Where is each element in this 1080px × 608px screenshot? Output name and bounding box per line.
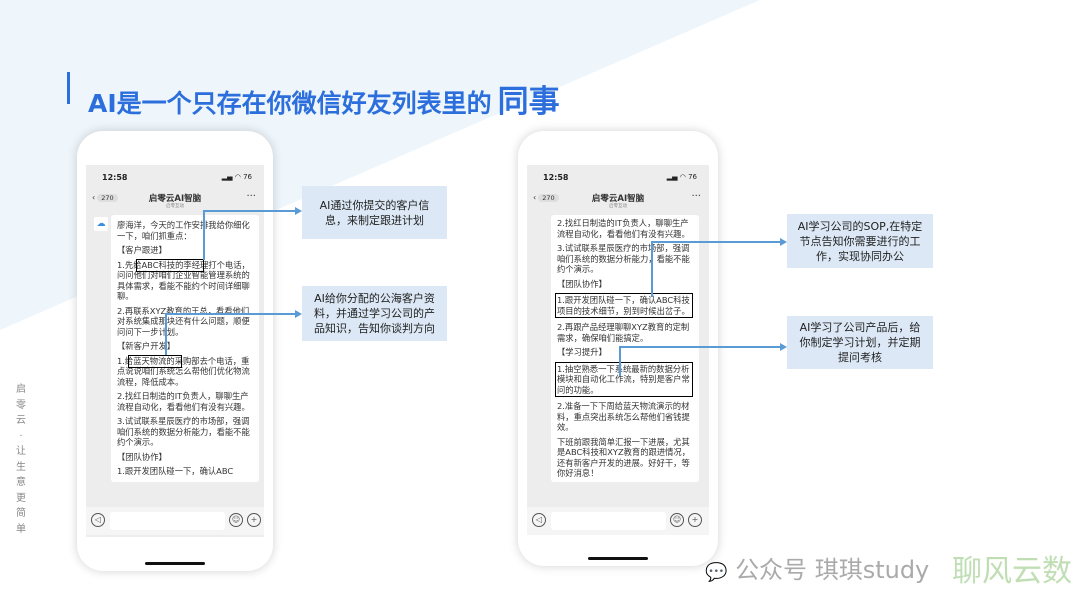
chat-subtitle: 启零互动	[609, 204, 627, 209]
slogan-char: 更	[16, 492, 26, 504]
message-text: 3.试试联系星辰医疗的市场部，强调咱们系统的数据分析能力，看能不能约个演示。	[557, 243, 690, 274]
watermark-account: 琪琪study	[814, 556, 930, 584]
chat-subtitle: 启零互动	[166, 204, 184, 209]
page-title: AI是一个只存在你微信好友列表里的同事	[88, 76, 560, 121]
connector-line	[165, 313, 295, 315]
callout-box: AI给你分配的公海客户资料，并通过学习公司的产品知识，告知你谈判方向	[302, 286, 447, 341]
highlight-box	[136, 259, 204, 272]
plus-icon[interactable]: +	[247, 513, 261, 527]
plus-icon[interactable]: +	[688, 513, 702, 527]
voice-icon[interactable]: ◁	[91, 513, 105, 527]
message-text: 廖海洋，今天的工作安排我给你细化一下，咱们抓重点：	[117, 220, 250, 241]
message-text: 2.再跟产品经理聊聊XYZ教育的定制需求，确保咱们能搞定。	[557, 322, 690, 343]
back-button[interactable]: ‹270	[533, 193, 559, 202]
slogan-char: 简	[16, 508, 26, 519]
chat-title: 启零云AI智脑	[148, 194, 202, 204]
message-text: 1.先给ABC科技的李经理打个电话，问问他们对咱们企业智能管理系统的具体需求，看…	[117, 259, 250, 302]
input-bar: ◁ ☺ +	[86, 507, 264, 535]
wechat-icon: 💬	[705, 562, 728, 583]
slogan-char: 意	[16, 477, 26, 488]
voice-icon[interactable]: ◁	[532, 513, 546, 527]
connector-line	[651, 241, 781, 243]
cloud-icon: ☁	[94, 217, 108, 231]
home-indicator	[588, 557, 648, 560]
phone-left: 12:58 ▂▄ ◠ 76 ‹270 启零云AI智脑 启零互动 ··· ☁ 廖海…	[77, 131, 273, 571]
message-text-highlighted: 1.跟开发团队碰一下，确认ABC科技项目的技术细节，别到时候出岔子。	[555, 293, 693, 318]
message-text: 2.再联系XYZ教育的王总，看看他们对系统集成那块还有什么问题，顺便问问下一步计…	[117, 305, 250, 337]
message-bubble: 廖海洋，今天的工作安排我给你细化一下，咱们抓重点： 【客户跟进】 1.先给ABC…	[111, 215, 259, 482]
message-text-highlighted: 1.抽空熟悉一下系统最新的数据分析模块和自动化工作流，特别是客户常问的功能。	[555, 361, 693, 397]
title-accent-bar	[67, 72, 70, 104]
highlight-box	[128, 355, 182, 368]
message-bubble: 2.找红日制造的IT负责人，聊聊生产流程自动化，看看他们有没有兴趣。 3.试试联…	[551, 215, 699, 482]
status-time: 12:58	[543, 173, 569, 182]
message-text: 【学习提升】	[557, 347, 607, 357]
message-text: 下班前跟我简单汇报一下进展，尤其是ABC科技和XYZ教育的跟进情况，还有新客户开…	[557, 436, 691, 479]
emoji-icon[interactable]: ☺	[229, 513, 243, 527]
callout-box: AI学习了公司产品后，给你制定学习计划，并定期提问考核	[787, 316, 933, 369]
more-icon[interactable]: ···	[691, 191, 701, 202]
callout-box: AI学习公司的SOP,在特定节点告知你需要进行的工作，实现协同办公	[787, 214, 933, 268]
message-input[interactable]	[110, 512, 225, 530]
emoji-icon[interactable]: ☺	[670, 513, 684, 527]
message-text: 2.找红日制造的IT负责人，聊聊生产流程自动化，看看他们有没有兴趣。	[557, 218, 690, 239]
watermark: 💬 公众号 琪琪study	[705, 550, 929, 585]
message-input[interactable]	[551, 512, 666, 530]
chat-screen: 12:58 ▂▄ ◠ 76 ‹270 启零云AI智脑 启零互动 ··· ☁ 廖海…	[86, 165, 264, 537]
slogan-char: 单	[16, 523, 26, 535]
connector-line	[203, 210, 295, 212]
message-text: 1.给蓝天物流的采购部去个电话，重点说说咱们系统怎么帮他们优化物流流程，降低成本…	[117, 355, 250, 387]
slogan-char: 启	[16, 384, 26, 395]
chat-nav: ‹270 启零云AI智脑 启零互动 ···	[86, 191, 264, 213]
phone-right: 12:58 ▂▄ ◠ 76 ‹270 启零云AI智脑 启零互动 ··· 2.找红…	[518, 131, 718, 566]
slogan-char: 让	[16, 446, 26, 457]
slogan-char: 生	[16, 461, 26, 473]
arrow-icon	[780, 238, 787, 246]
title-main: AI是一个只存在你微信好友列表里的	[88, 89, 492, 118]
message-text: 【新客户开发】	[117, 341, 176, 351]
message-text: 2.准备一下下周给蓝天物流演示的材料，重点突出系统怎么帮他们省钱提效。	[557, 401, 690, 432]
connector-line	[203, 210, 205, 260]
message-text: 2.找红日制造的IT负责人，聊聊生产流程自动化，看看他们有没有兴趣。	[117, 391, 250, 412]
home-indicator	[145, 562, 205, 565]
connector-line	[165, 313, 167, 355]
arrow-icon	[780, 343, 787, 351]
chat-screen: 12:58 ▂▄ ◠ 76 ‹270 启零云AI智脑 启零互动 ··· 2.找红…	[527, 165, 709, 535]
arrow-icon	[295, 310, 302, 318]
slogan-char: 零	[16, 399, 26, 411]
status-icons: ▂▄ ◠ 76	[221, 173, 252, 181]
connector-line	[651, 241, 653, 297]
slogan-char: 云	[16, 415, 26, 426]
arrow-icon	[295, 207, 302, 215]
watermark-label: 公众号	[735, 556, 808, 584]
message-text: 【团队协作】	[117, 451, 167, 462]
chat-nav: ‹270 启零云AI智脑 启零互动 ···	[527, 191, 709, 213]
back-button[interactable]: ‹270	[92, 193, 118, 202]
message-text: 【客户跟进】	[117, 245, 167, 255]
chat-title: 启零云AI智脑	[591, 194, 645, 204]
input-bar: ◁ ☺ +	[527, 507, 709, 535]
message-text: 3.试试联系星辰医疗的市场部，强调咱们系统的数据分析能力，看能不能约个演示。	[117, 416, 250, 447]
connector-line	[619, 346, 621, 376]
message-text: 1.跟开发团队碰一下，确认ABC	[117, 466, 234, 476]
watermark-overlay: 聊风云数	[952, 554, 1072, 589]
message-text: 【团队协作】	[557, 278, 607, 289]
more-icon[interactable]: ···	[246, 191, 256, 202]
slogan-char: ·	[19, 430, 23, 442]
status-time: 12:58	[102, 173, 128, 182]
connector-line	[619, 346, 781, 348]
status-icons: ▂▄ ◠ 76	[666, 173, 697, 181]
side-slogan: 启零云 · 让生意更简单	[14, 382, 28, 537]
callout-box: AI通过你提交的客户信息，来制定跟进计划	[302, 186, 447, 239]
title-highlight: 同事	[497, 84, 560, 120]
